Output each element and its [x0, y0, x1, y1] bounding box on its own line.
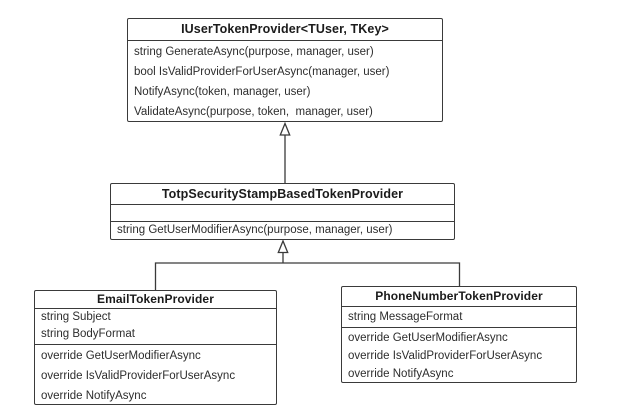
methods-compartment: override GetUserModifierAsync override I…	[35, 344, 276, 404]
class-box-emailtokenprovider: EmailTokenProvider string Subject string…	[34, 290, 277, 405]
method-row: override GetUserModifierAsync	[41, 350, 201, 362]
fields-compartment: string MessageFormat	[342, 306, 576, 327]
class-box-iusertokenprovider: IUserTokenProvider<TUser, TKey> string G…	[127, 18, 443, 122]
method-row: override GetUserModifierAsync	[348, 332, 508, 344]
method-row: NotifyAsync(token, manager, user)	[134, 86, 311, 98]
field-row: string MessageFormat	[348, 311, 463, 323]
methods-compartment: string GenerateAsync(purpose, manager, u…	[128, 40, 442, 121]
class-title: EmailTokenProvider	[97, 292, 214, 306]
method-row: override NotifyAsync	[348, 368, 454, 380]
class-box-totpsecuritystampbasedtokenprovider: TotpSecurityStampBasedTokenProvider stri…	[110, 183, 455, 240]
class-title: TotpSecurityStampBasedTokenProvider	[161, 187, 404, 201]
method-row: override NotifyAsync	[41, 390, 147, 402]
inheritance-arrow-totp-to-iuser	[279, 121, 291, 183]
class-title: IUserTokenProvider<TUser, TKey>	[181, 22, 389, 36]
inheritance-arrow-children-to-totp	[154, 239, 461, 290]
method-row: string GenerateAsync(purpose, manager, u…	[134, 46, 374, 58]
methods-compartment: string GetUserModifierAsync(purpose, man…	[111, 221, 454, 239]
method-row: string GetUserModifierAsync(purpose, man…	[117, 224, 393, 236]
methods-compartment: override GetUserModifierAsync override I…	[342, 327, 576, 382]
hollow-triangle-arrowhead	[279, 121, 291, 136]
fields-compartment: string Subject string BodyFormat	[35, 308, 276, 344]
fields-compartment-empty	[111, 204, 454, 221]
field-row: string BodyFormat	[41, 328, 135, 340]
hollow-triangle-arrowhead	[277, 239, 289, 254]
class-box-phonenumbertokenprovider: PhoneNumberTokenProvider string MessageF…	[341, 286, 577, 383]
class-title: PhoneNumberTokenProvider	[375, 289, 543, 303]
method-row: bool IsValidProviderForUserAsync(manager…	[134, 66, 390, 78]
method-row: override IsValidProviderForUserAsync	[348, 350, 543, 362]
field-row: string Subject	[41, 311, 111, 323]
method-row: ValidateAsync(purpose, token, manager, u…	[134, 106, 373, 118]
method-row: override IsValidProviderForUserAsync	[41, 370, 236, 382]
